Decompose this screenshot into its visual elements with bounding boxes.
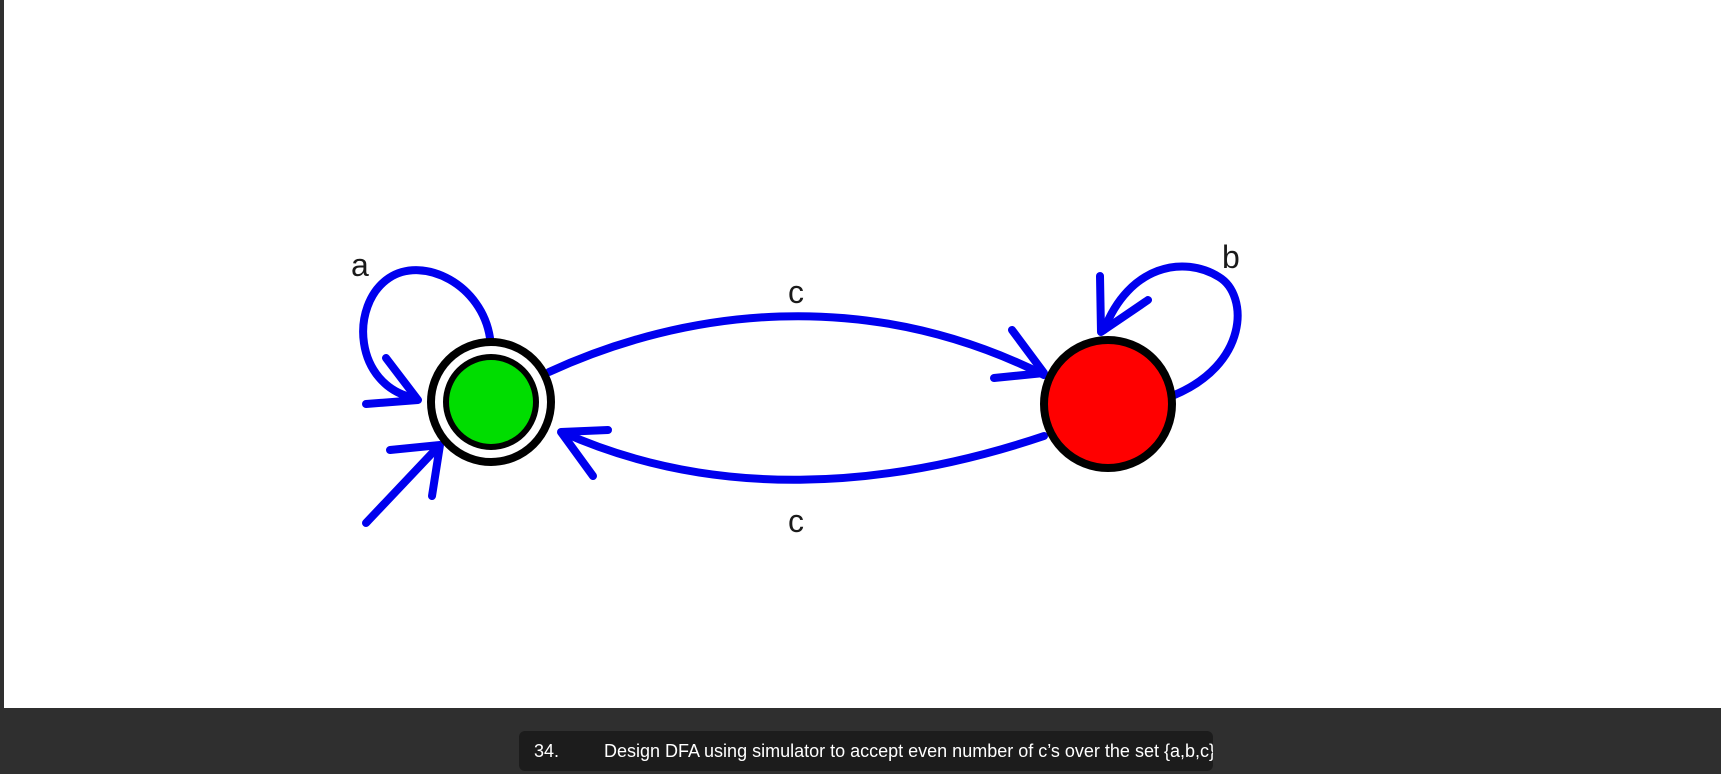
label-c-bottom: c <box>788 503 804 539</box>
arrowhead-q0-q1 <box>990 326 1048 382</box>
arrowhead-q0-q0 <box>362 354 422 408</box>
caption-number: 34. <box>534 741 560 761</box>
caption-text: Design DFA using simulator to accept eve… <box>604 741 1213 761</box>
start-arrowhead <box>386 441 444 500</box>
label-b: b <box>1222 239 1240 275</box>
label-a: a <box>351 247 369 283</box>
dfa-diagram: a c c b <box>351 239 1242 539</box>
transition-q0-q0-a <box>359 266 494 402</box>
transition-q1-q1-b <box>1100 262 1242 400</box>
arrowhead-q1-q1 <box>1096 272 1152 336</box>
start-arrow <box>362 444 441 527</box>
transition-q0-q1-c <box>545 312 1048 379</box>
state-q1-fill <box>1040 336 1176 472</box>
caption-box: 34. Design DFA using simulator to accept… <box>519 731 1213 771</box>
state-q0 <box>427 338 555 466</box>
state-q1 <box>1040 336 1176 472</box>
label-c-top: c <box>788 274 804 310</box>
diagram-canvas: a c c b <box>4 0 1721 708</box>
state-q0-fill <box>443 354 539 450</box>
arrowhead-q1-q0 <box>557 426 612 480</box>
transition-q1-q0-c <box>558 428 1048 484</box>
